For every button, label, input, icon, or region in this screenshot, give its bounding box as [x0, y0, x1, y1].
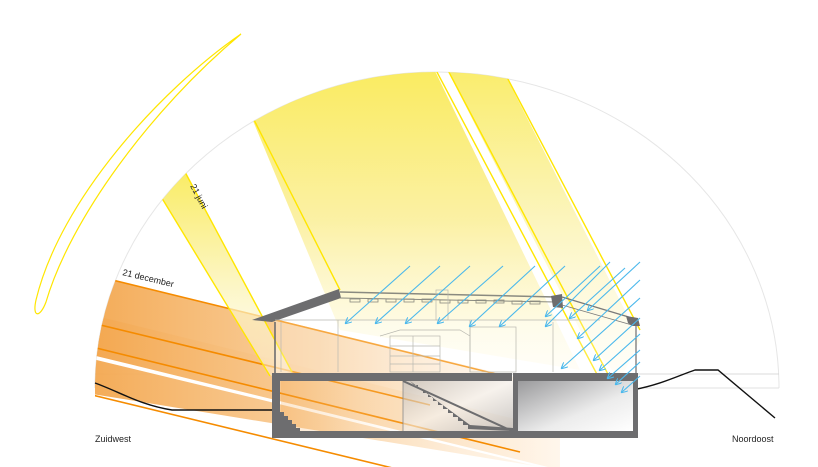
summer-sun-beams	[156, 72, 641, 381]
building-section	[252, 289, 640, 438]
direction-label-northeast: Noordoost	[732, 434, 774, 444]
direction-label-southwest: Zuidwest	[95, 434, 132, 444]
diffuse-light-arrows	[346, 261, 641, 392]
ground-line-right	[631, 369, 776, 419]
ground-line-left	[94, 382, 274, 411]
sun-path-loop	[34, 33, 242, 315]
